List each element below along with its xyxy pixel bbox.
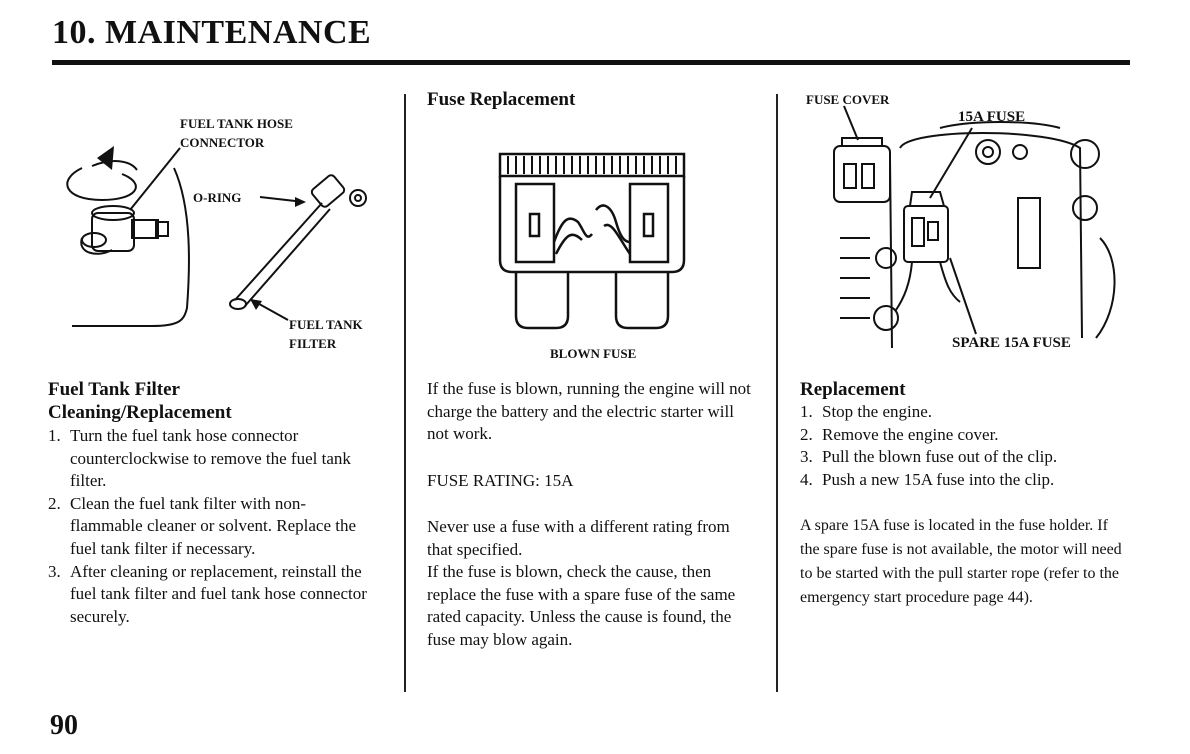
fuse-location-illustration: FUSE COVER 15A FUSE SPARE 15A FUSE [800,88,1130,360]
hose-connector-label: FUEL TANK HOSE CONNECTOR [180,116,293,150]
column-divider-right [776,94,778,692]
fuse-warning-text: Never use a fuse with a different rating… [427,517,736,649]
list-item: 2.Remove the engine cover. [800,424,999,444]
blown-element-icon [552,217,593,243]
fuse-replacement-title: Fuse Replacement [427,89,576,110]
fuel-filter-label: FUEL TANK FILTER [289,317,363,351]
fuel-filter-steps: 1.Turn the fuel tank hose connector coun… [48,425,378,628]
header-rule [52,60,1130,65]
oring-label: O-RING [193,190,242,205]
fuse-holder-part [895,191,961,311]
list-item: 3.Pull the blown fuse out of the clip. [800,447,1058,467]
list-item: 2.Clean the fuel tank filter with non-fl… [48,493,357,558]
fuse-cover-label: FUSE COVER [806,92,890,107]
list-item: 4.Push a new 15A fuse into the clip. [800,469,1055,489]
blown-fuse-illustration [496,150,690,332]
fuel-filter-illustration: FUEL TANK HOSE CONNECTOR O-RING FUEL TAN… [52,88,397,358]
fuel-filter-part [229,174,367,310]
page-number: 90 [50,710,78,741]
fuse-cover-part [833,137,891,203]
replacement-title: Replacement [800,379,906,400]
list-item: 1.Stop the engine. [800,402,933,421]
fuse-rating-text: FUSE RATING: 15A [427,471,574,490]
fuel-filter-section-title: Fuel Tank Filter Cleaning/Replacement [48,379,232,423]
page-title: 10. MAINTENANCE [52,14,372,51]
list-item: 1.Turn the fuel tank hose connector coun… [48,426,351,491]
replacement-steps: 1.Stop the engine. 2.Remove the engine c… [800,401,1130,491]
spare-fuse-note: A spare 15A fuse is located in the fuse … [800,517,1122,606]
hose-connector-part [80,205,169,255]
rotation-arrow-icon [66,167,137,202]
blown-fuse-caption: BLOWN FUSE [550,346,637,361]
column-divider-left [404,94,406,692]
fuse-15a-label: 15A FUSE [958,109,1026,125]
list-item: 3.After cleaning or replacement, reinsta… [48,561,367,626]
spare-fuse-label: SPARE 15A FUSE [952,335,1071,351]
fuse-intro-text: If the fuse is blown, running the engine… [427,379,751,444]
